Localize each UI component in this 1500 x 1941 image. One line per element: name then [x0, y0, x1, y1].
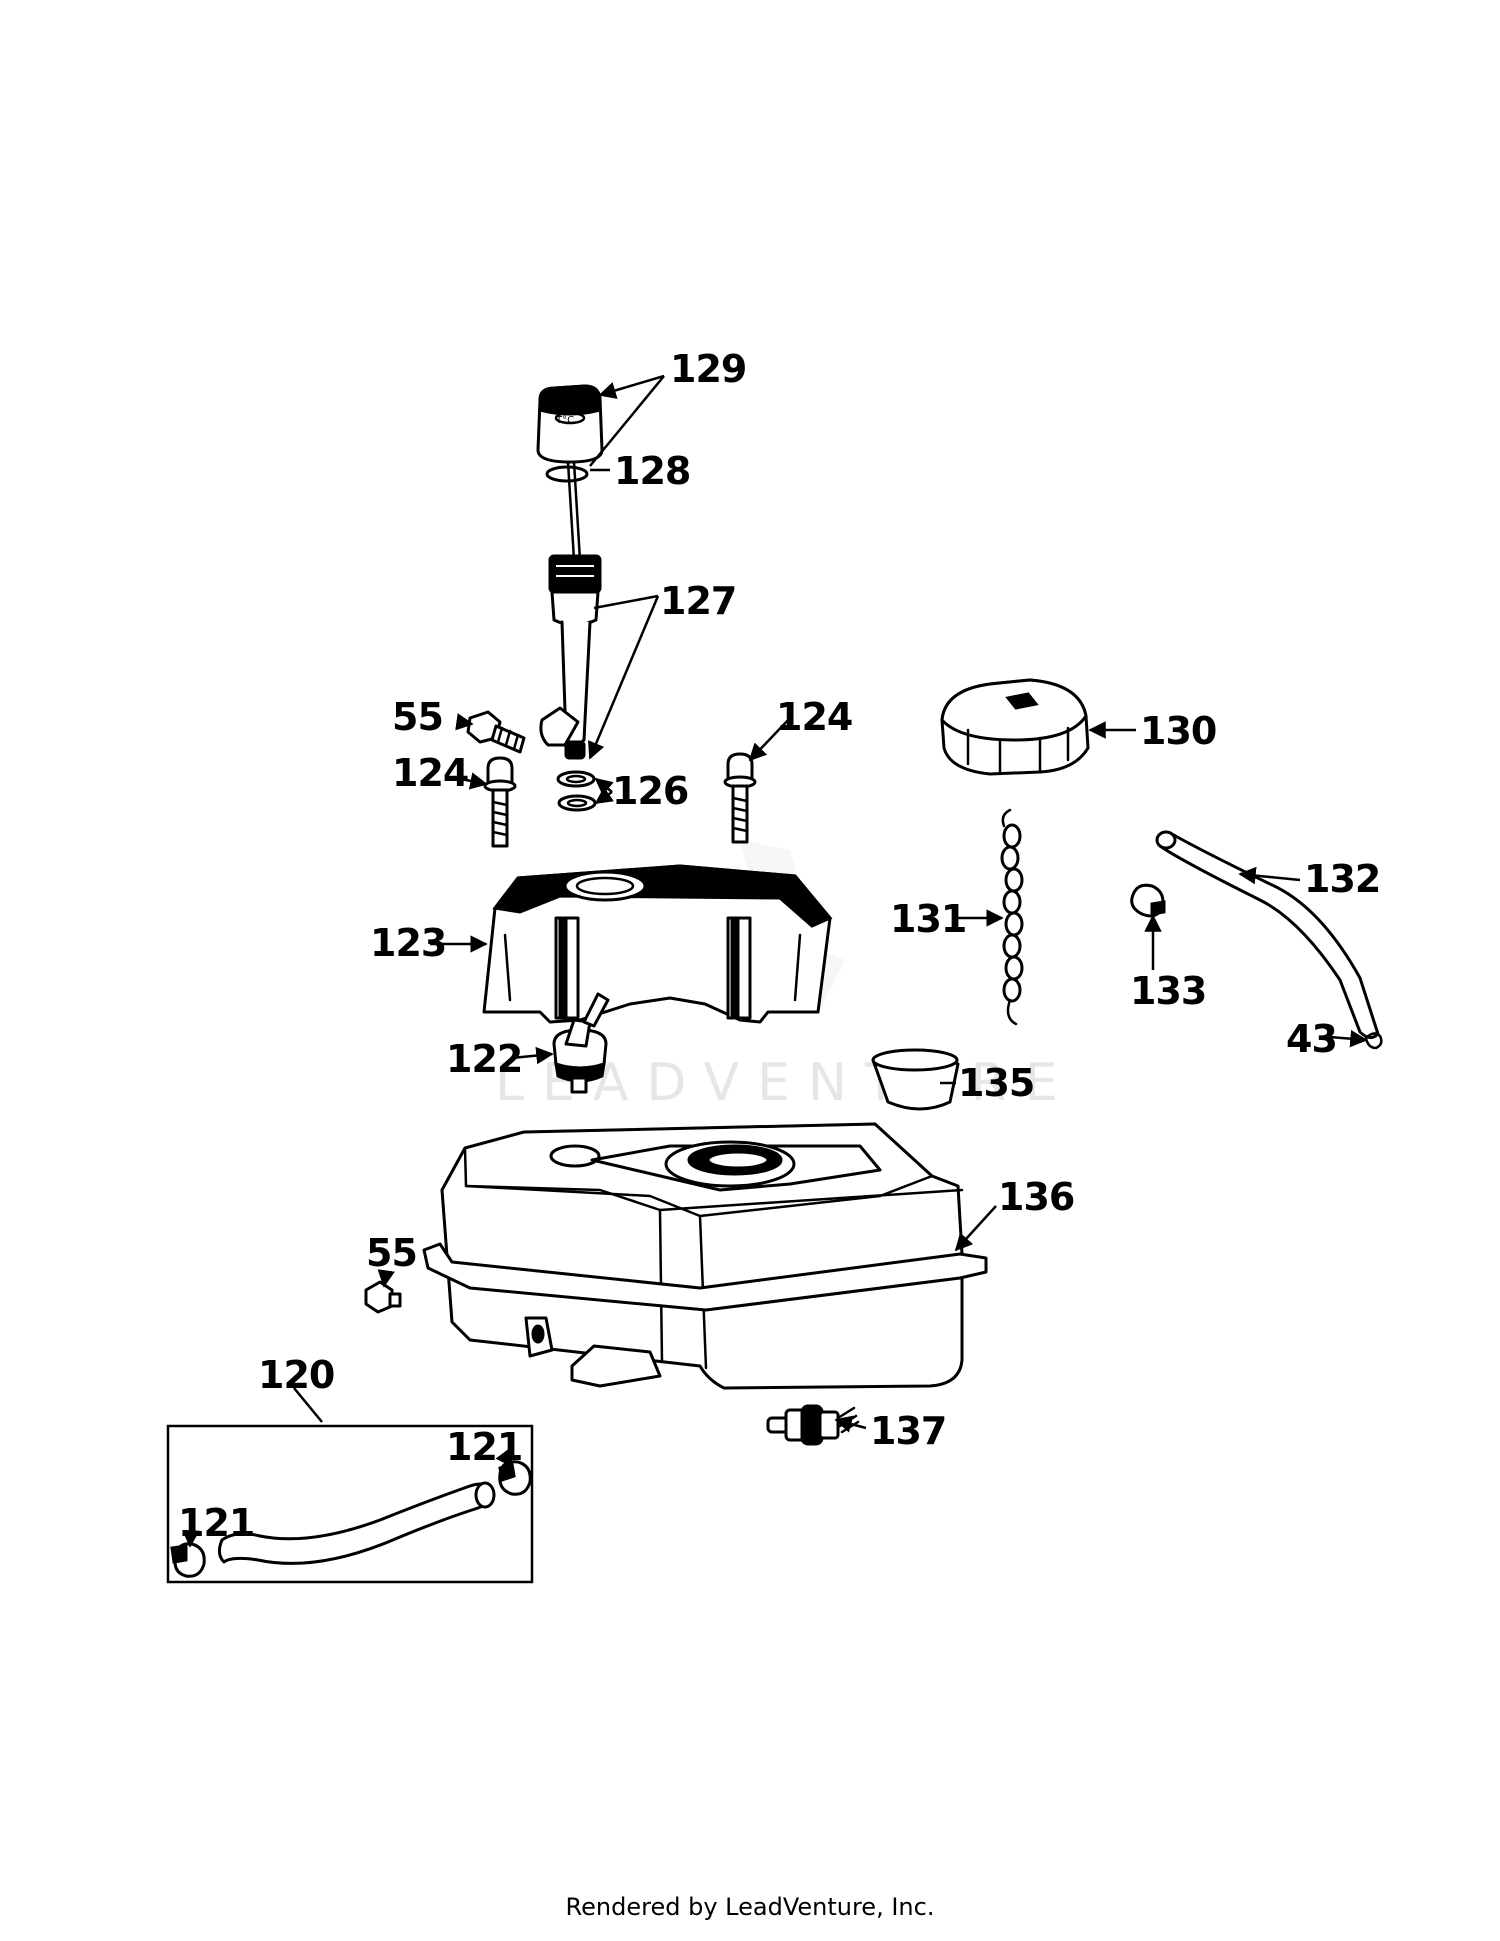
callout-124-right: 124: [776, 695, 852, 739]
callout-130: 130: [1140, 709, 1216, 753]
callout-132: 132: [1304, 857, 1380, 901]
part-129-oil-cap[interactable]: T°C: [536, 384, 604, 464]
part-133-hose-clamp[interactable]: [1130, 883, 1166, 918]
callout-121-left: 121: [178, 1501, 254, 1545]
part-124-bolt-right[interactable]: [723, 752, 757, 844]
callout-124-left: 124: [392, 751, 468, 795]
part-135-fuel-filter-screen[interactable]: [871, 1048, 960, 1111]
part-55-bolt[interactable]: [466, 710, 526, 754]
callout-131: 131: [890, 897, 966, 941]
callout-43: 43: [1286, 1017, 1337, 1061]
callout-55-top: 55: [392, 695, 443, 739]
leader-lines: [182, 374, 1368, 1548]
part-120-fuel-hose[interactable]: [217, 1481, 496, 1565]
part-136-fuel-tank[interactable]: [422, 1122, 988, 1390]
part-130-fuel-cap[interactable]: [940, 678, 1090, 776]
part-127-oil-fill-tube[interactable]: [539, 554, 602, 760]
part-43-clip[interactable]: [1364, 1032, 1383, 1050]
callout-122: 122: [446, 1037, 522, 1081]
part-124-bolt-left[interactable]: [483, 756, 517, 848]
callout-127: 127: [660, 579, 736, 623]
callout-133: 133: [1130, 969, 1206, 1013]
callout-136: 136: [998, 1175, 1074, 1219]
part-121-clamp-right[interactable]: [498, 1460, 532, 1496]
part-123-tank-shroud[interactable]: [482, 864, 833, 1024]
callout-120: 120: [258, 1353, 334, 1397]
part-121-clamp-left[interactable]: [170, 1542, 206, 1578]
callout-135: 135: [958, 1061, 1034, 1105]
svg-text:T°C: T°C: [555, 415, 574, 426]
callout-121-right: 121: [446, 1425, 522, 1469]
footer-credit: Rendered by LeadVenture, Inc.: [565, 1893, 935, 1921]
callout-55-lower: 55: [366, 1231, 417, 1275]
part-120-kit-box[interactable]: [166, 1424, 534, 1584]
part-137-fuel-shutoff-valve[interactable]: [766, 1404, 860, 1446]
part-55-bolt-lower[interactable]: [364, 1280, 402, 1314]
part-126-washers[interactable]: [556, 770, 597, 812]
callout-137: 137: [870, 1409, 946, 1453]
callout-123: 123: [370, 921, 446, 965]
callout-126: 126: [612, 769, 688, 813]
callout-129: 129: [670, 347, 746, 391]
part-131-retaining-strap[interactable]: [1000, 808, 1024, 1026]
part-122-fuel-valve[interactable]: [552, 992, 610, 1094]
callout-128: 128: [614, 449, 690, 493]
part-128-o-ring[interactable]: [545, 465, 589, 483]
dipstick-rod: [566, 460, 576, 562]
part-132-vent-hose[interactable]: [1155, 830, 1380, 1039]
